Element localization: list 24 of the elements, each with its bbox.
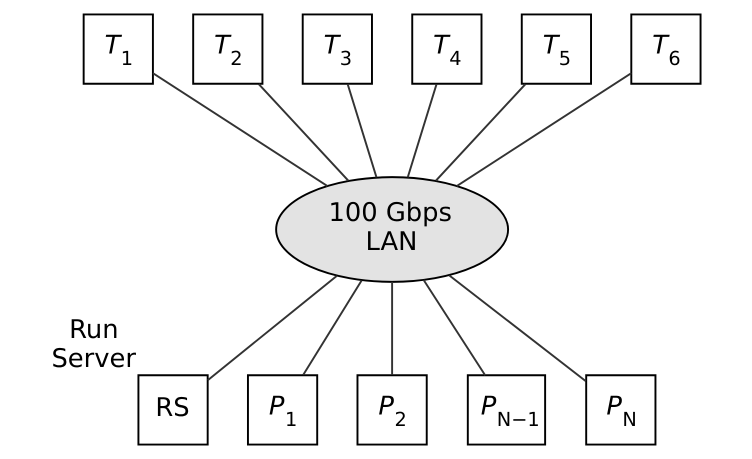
- connector: [435, 83, 526, 182]
- connector: [456, 72, 632, 187]
- connector: [346, 84, 378, 178]
- node-box: T$_{3}$: [302, 14, 373, 85]
- node-box: P$_{2}$: [356, 374, 428, 446]
- connector: [422, 279, 486, 376]
- node-box: P$_{1}$: [246, 374, 318, 446]
- node-label: Run Server: [51, 314, 136, 374]
- connector: [302, 280, 362, 376]
- connector: [258, 83, 350, 182]
- node-ellipse: 100 Gbps LAN: [275, 176, 510, 283]
- connector: [406, 84, 438, 178]
- node-box: RS: [137, 374, 209, 446]
- connector: [448, 274, 586, 382]
- node-box: T$_{1}$: [82, 14, 154, 85]
- node-box: P$_{N}$: [585, 374, 656, 446]
- node-box: T$_{5}$: [520, 14, 592, 85]
- connector: [391, 282, 394, 375]
- node-box: P$_{N−1}$: [466, 374, 546, 446]
- node-box: T$_{4}$: [411, 14, 482, 85]
- connector: [152, 72, 328, 187]
- connector: [207, 275, 338, 381]
- node-box: T$_{6}$: [630, 14, 702, 85]
- node-box: T$_{2}$: [192, 14, 264, 85]
